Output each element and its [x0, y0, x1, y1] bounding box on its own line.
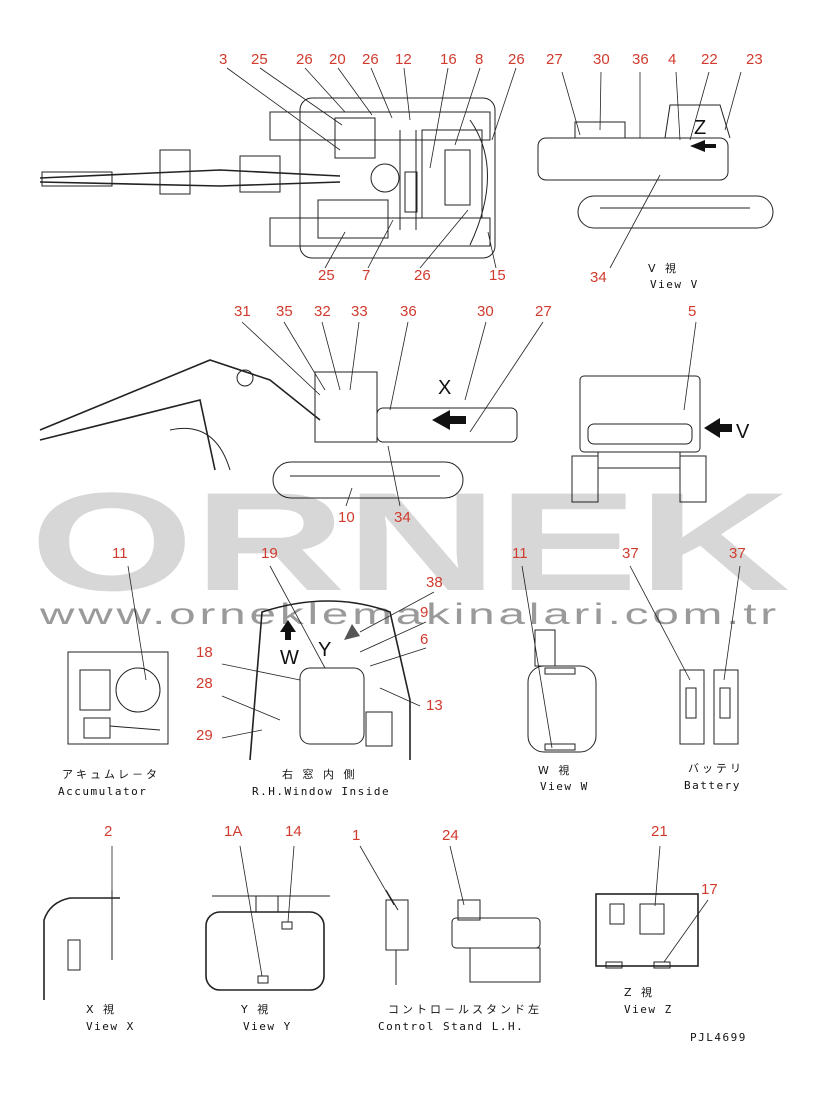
callout-26-d: 26 — [414, 267, 431, 284]
control-caption-jp: コントロ－ルスタンド左 — [388, 1003, 542, 1016]
callout-36-side: 36 — [400, 303, 417, 320]
view-x-drawing — [43, 890, 120, 1000]
callout-25-bottom: 25 — [318, 267, 335, 284]
watermark-brand: ORNEK — [30, 463, 790, 620]
top-plan-view — [39, 97, 496, 259]
side-view-drawing: X — [39, 359, 518, 499]
battery-caption-jp: バッテリ — [688, 762, 744, 775]
callout-30-side: 30 — [477, 303, 494, 320]
accumulator-drawing — [67, 651, 169, 745]
view-x-caption-en: View X — [86, 1020, 135, 1033]
callout-2: 2 — [104, 823, 112, 840]
callout-20: 20 — [329, 51, 346, 68]
battery-drawing — [679, 669, 739, 745]
callout-34-side: 34 — [394, 509, 411, 526]
accumulator-caption-en: Accumulator — [58, 785, 147, 798]
callout-labels: 3 25 26 20 26 12 16 8 26 25 7 26 15 27 3… — [104, 51, 763, 898]
window-inside-drawing: W Y — [249, 600, 411, 761]
callout-25-top: 25 — [251, 51, 268, 68]
view-w-caption-jp: W 視 — [538, 763, 572, 777]
callout-22: 22 — [701, 51, 718, 68]
leader-lines — [111, 67, 742, 977]
view-v-caption-jp: V 視 — [648, 261, 679, 275]
callout-27-v: 27 — [546, 51, 563, 68]
callout-7: 7 — [362, 267, 370, 284]
window-letter-y: Y — [318, 639, 331, 661]
watermark-url: www.orneklemakinalari.com.tr — [38, 598, 780, 631]
callout-5: 5 — [688, 303, 696, 320]
view-z-drawing — [595, 893, 699, 969]
callout-13: 13 — [426, 697, 443, 714]
window-letter-w: W — [280, 647, 299, 669]
view-z-caption-en: View Z — [624, 1003, 673, 1016]
callout-37-b: 37 — [729, 545, 746, 562]
view-v-drawing: Z — [537, 104, 774, 229]
rear-view-drawing: V — [571, 375, 750, 503]
rear-view-letter-v: V — [736, 421, 750, 443]
callout-3: 3 — [219, 51, 227, 68]
view-y-caption-en: View Y — [243, 1020, 292, 1033]
view-x-caption-jp: X 視 — [86, 1002, 117, 1016]
control-caption-en: Control Stand L.H. — [378, 1020, 524, 1033]
callout-11-w: 11 — [512, 545, 528, 562]
callout-31: 31 — [234, 303, 251, 320]
side-view-letter-x: X — [438, 377, 451, 399]
callout-14: 14 — [285, 823, 302, 840]
view-y-caption-jp: Y 視 — [240, 1002, 271, 1016]
battery-caption-en: Battery — [684, 779, 741, 792]
callout-38: 38 — [426, 574, 443, 591]
callout-4: 4 — [668, 51, 676, 68]
accumulator-caption-jp: アキュムレ－タ — [62, 768, 160, 781]
view-y-drawing — [205, 895, 330, 991]
callout-24: 24 — [442, 827, 459, 844]
callout-9: 9 — [420, 604, 428, 621]
part-code: PJL4699 — [690, 1031, 747, 1044]
callout-30-v: 30 — [593, 51, 610, 68]
view-v-caption-en: View V — [650, 278, 699, 291]
callout-1: 1 — [352, 827, 360, 844]
window-caption-jp: 右 窓 内 側 — [282, 767, 358, 781]
callout-12: 12 — [395, 51, 412, 68]
window-caption-en: R.H.Window Inside — [252, 785, 390, 798]
callout-26-b: 26 — [362, 51, 379, 68]
callout-27-side: 27 — [535, 303, 552, 320]
callout-23: 23 — [746, 51, 763, 68]
callout-28: 28 — [196, 675, 213, 692]
captions: V 視 View V アキュムレ－タ Accumulator 右 窓 内 側 R… — [58, 261, 747, 1044]
callout-6: 6 — [420, 631, 428, 648]
callout-35: 35 — [276, 303, 293, 320]
callout-21: 21 — [651, 823, 668, 840]
callout-18: 18 — [196, 644, 213, 661]
view-w-drawing — [527, 629, 597, 753]
callout-11-acc: 11 — [112, 545, 128, 562]
callout-15: 15 — [489, 267, 506, 284]
callout-29: 29 — [196, 727, 213, 744]
callout-17: 17 — [701, 881, 718, 898]
callout-34-v: 34 — [590, 269, 607, 286]
watermark: ORNEK www.orneklemakinalari.com.tr — [30, 463, 790, 631]
callout-26-c: 26 — [508, 51, 525, 68]
callout-32: 32 — [314, 303, 331, 320]
view-z-caption-jp: Z 視 — [624, 985, 655, 999]
callout-26-a: 26 — [296, 51, 313, 68]
callout-37-a: 37 — [622, 545, 639, 562]
view-w-caption-en: View W — [540, 780, 589, 793]
view-v-letter-z: Z — [694, 117, 706, 139]
callout-1a: 1A — [224, 823, 242, 840]
callout-33: 33 — [351, 303, 368, 320]
callout-16: 16 — [440, 51, 457, 68]
callout-8: 8 — [475, 51, 483, 68]
callout-10: 10 — [338, 509, 355, 526]
callout-36-v: 36 — [632, 51, 649, 68]
control-stand-drawing — [385, 889, 541, 985]
callout-19: 19 — [261, 545, 278, 562]
